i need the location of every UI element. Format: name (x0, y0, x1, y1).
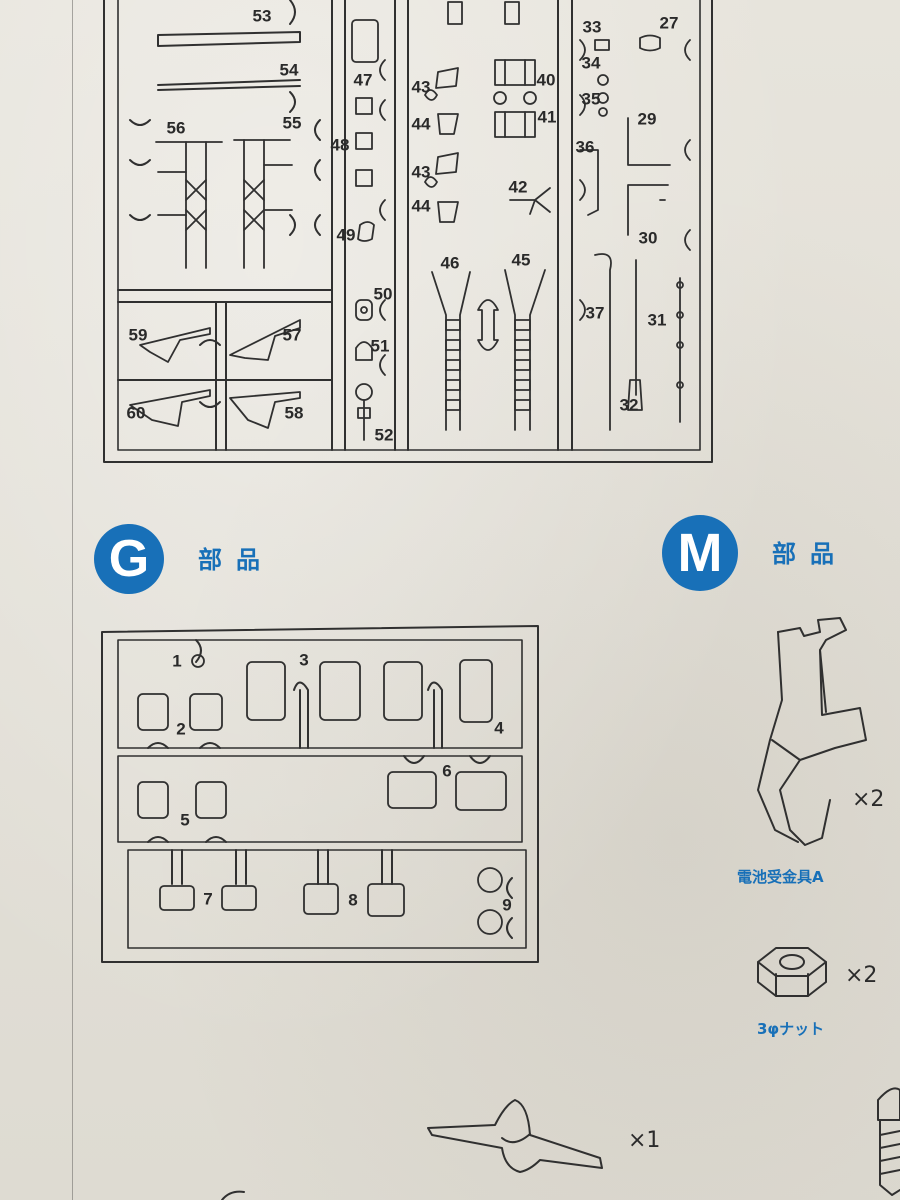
hex-nut-icon (757, 947, 827, 997)
screw-icon (877, 1087, 900, 1196)
propeller-icon (427, 1099, 603, 1173)
part-number: 58 (284, 403, 304, 423)
g-parts (137, 654, 507, 935)
part-47-52-column (351, 19, 386, 441)
upper-sprue-frame (103, 0, 713, 463)
page-margin-line (72, 0, 73, 1200)
part-number: 50 (373, 284, 393, 304)
part-53-54-rails (157, 31, 301, 91)
part-number: 40 (536, 70, 556, 90)
section-m-badge: M (662, 515, 738, 591)
nut-caption: 3φナット (757, 1020, 825, 1038)
part-number: 54 (279, 60, 299, 80)
part-number: 45 (511, 250, 531, 270)
part-number: 43 (411, 77, 431, 97)
part-number: 36 (575, 137, 595, 157)
part-45-46-ladders (431, 269, 546, 431)
part-number: 33 (582, 17, 602, 37)
part-number: 37 (585, 303, 605, 323)
battery-clip-caption: 電池受金具A (737, 868, 824, 886)
part-number: 8 (348, 890, 358, 910)
part-number: 44 (411, 196, 431, 216)
part-number: 44 (411, 114, 431, 134)
nut-quantity: ×2 (845, 963, 878, 988)
part-number: 9 (502, 895, 512, 915)
part-number: 5 (180, 810, 190, 830)
g-sprue-frame (101, 625, 539, 963)
part-number: 57 (282, 325, 302, 345)
part-number: 53 (252, 6, 272, 26)
part-number: 1 (172, 651, 182, 671)
part-57-60-brackets (129, 319, 301, 429)
part-number: 4 (494, 718, 504, 738)
part-number: 3 (299, 650, 309, 670)
part-55-56-frames (155, 139, 293, 269)
part-number: 31 (647, 310, 667, 330)
part-number: 43 (411, 162, 431, 182)
part-number: 59 (128, 325, 148, 345)
part-number: 7 (203, 889, 213, 909)
part-number: 60 (126, 403, 146, 423)
section-m-label: 部品 (772, 540, 848, 568)
section-g-label: 部品 (198, 546, 274, 574)
part-number: 27 (659, 13, 679, 33)
part-number: 2 (176, 719, 186, 739)
part-number: 34 (581, 53, 601, 73)
part-number: 47 (353, 70, 373, 90)
part-number: 46 (440, 253, 460, 273)
part-number: 52 (374, 425, 394, 445)
part-number: 51 (370, 336, 390, 356)
part-number: 30 (638, 228, 658, 248)
propeller-quantity: ×1 (628, 1128, 661, 1153)
part-number: 55 (282, 113, 302, 133)
part-number: 35 (581, 89, 601, 109)
part-number: 42 (508, 177, 528, 197)
partial-outline-bottom (221, 1190, 245, 1200)
part-number: 41 (537, 107, 557, 127)
section-g-badge: G (94, 524, 164, 594)
part-number: 56 (166, 118, 186, 138)
part-number: 48 (330, 135, 350, 155)
battery-clip-quantity: ×2 (852, 787, 885, 812)
part-number: 49 (336, 225, 356, 245)
part-27-37-group (579, 34, 691, 431)
part-number: 29 (637, 109, 657, 129)
part-number: 6 (442, 761, 452, 781)
part-40-44-group (424, 1, 551, 223)
part-number: 32 (619, 395, 639, 415)
battery-contact-clip-icon (757, 617, 867, 846)
